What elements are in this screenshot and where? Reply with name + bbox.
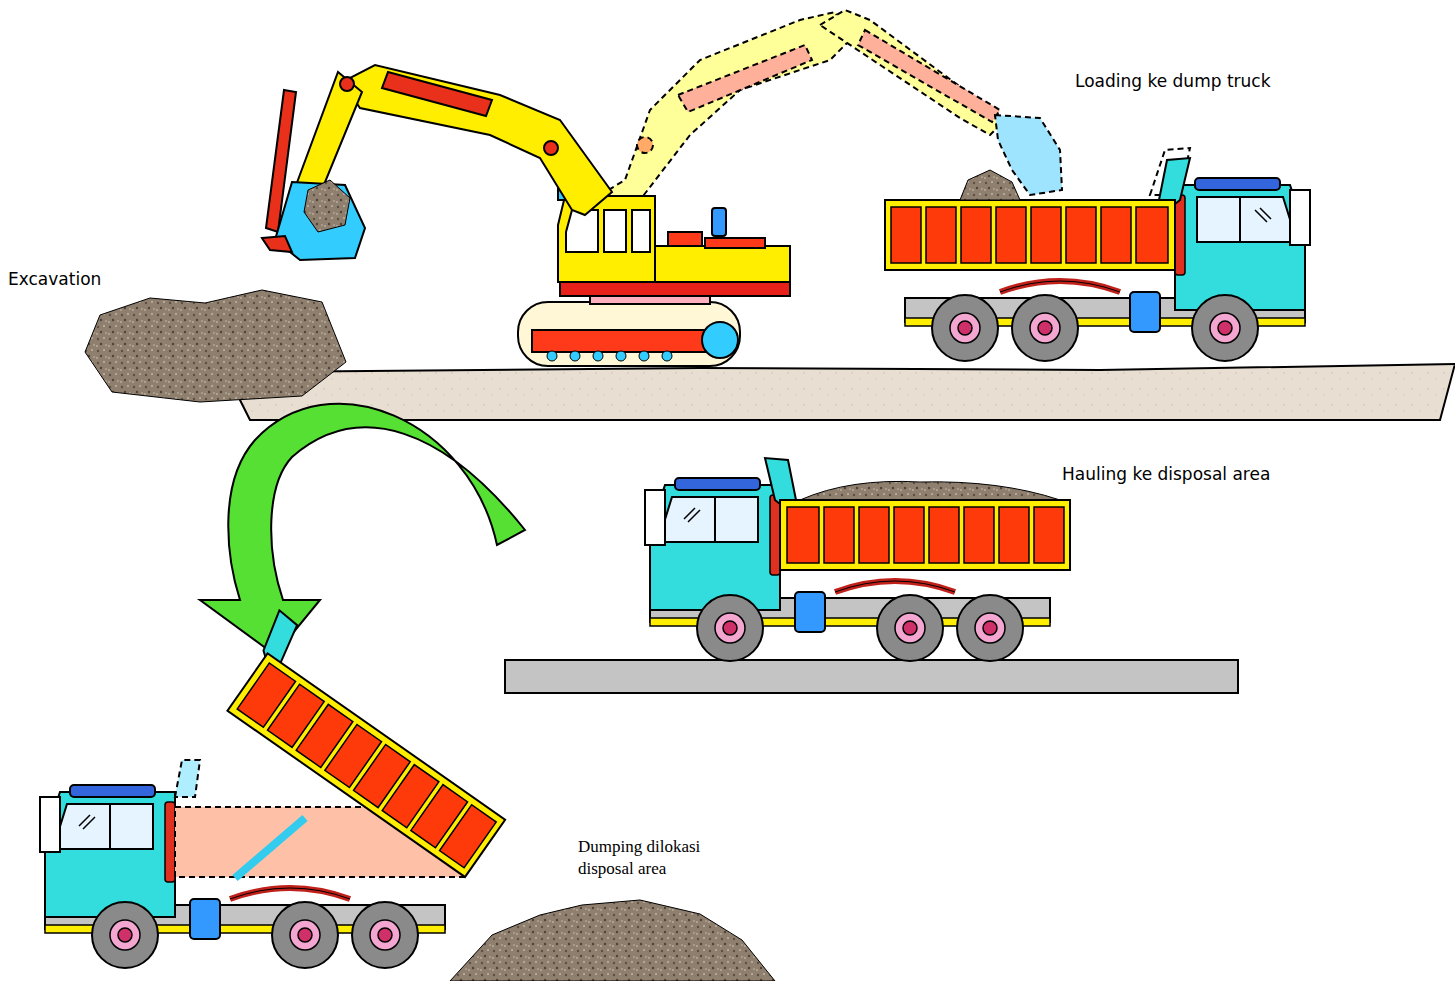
step-label: Hauling ke disposal area [1062, 463, 1270, 485]
step-label: Loading ke dump truck [1075, 70, 1271, 92]
stage-label: Excavation [8, 268, 101, 290]
step-label: Dumping dilokasi disposal area [578, 836, 728, 880]
